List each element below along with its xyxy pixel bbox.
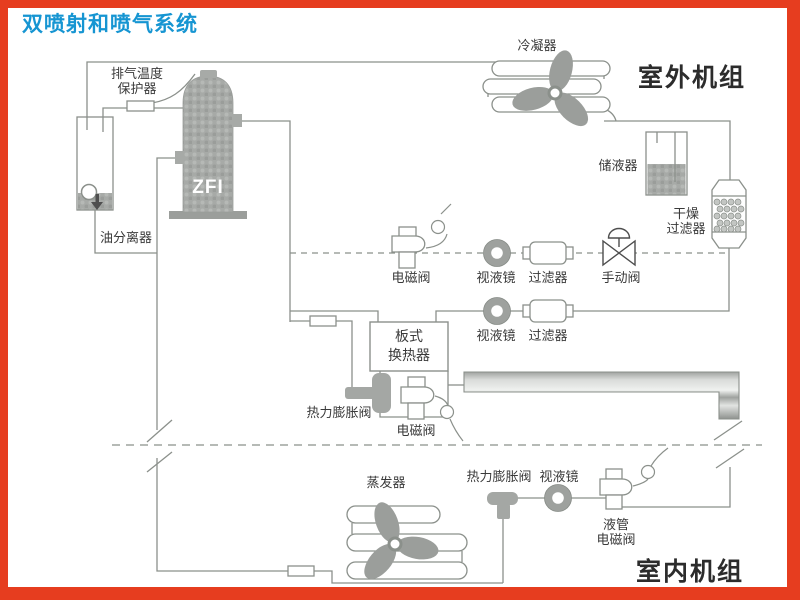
oil-separator-float bbox=[80, 183, 98, 201]
filter-1-symbol bbox=[522, 241, 574, 265]
insulated-suction-pipe bbox=[463, 371, 740, 420]
pipe-network bbox=[86, 61, 762, 584]
break-mark-left-1 bbox=[146, 419, 173, 443]
sight-glass-1-symbol bbox=[483, 239, 511, 267]
coil-loop-1 bbox=[430, 219, 446, 235]
label-outdoor-unit: 室外机组 bbox=[638, 64, 747, 92]
gray-components bbox=[169, 50, 740, 580]
expansion-valve-indoor-symbol bbox=[487, 492, 518, 519]
vessels bbox=[76, 60, 747, 580]
label-manual-valve: 手动阀 bbox=[601, 270, 641, 285]
break-mark-right-1 bbox=[713, 420, 743, 441]
discharge-sensor-curve bbox=[151, 73, 196, 104]
discharge-temp-sensor bbox=[126, 100, 155, 112]
condenser-fan-icon bbox=[512, 50, 589, 127]
label-solenoid-valve-2: 电磁阀 bbox=[396, 423, 436, 438]
liquid-solenoid-valve-symbol bbox=[599, 468, 633, 510]
page-title: 双喷射和喷气系统 bbox=[22, 13, 198, 36]
label-drier-filter: 干燥 过滤器 bbox=[666, 206, 706, 237]
label-oil-separator: 油分离器 bbox=[99, 230, 152, 245]
suction-pipe-indoor bbox=[156, 458, 288, 572]
indoor-liquid-riser bbox=[620, 467, 731, 508]
label-sight-glass-3: 视液镜 bbox=[539, 469, 579, 484]
label-indoor-unit: 室内机组 bbox=[636, 558, 745, 586]
receiver-dip-tubes bbox=[656, 132, 676, 182]
sight-glass-2-symbol bbox=[483, 297, 511, 325]
label-sight-glass-1: 视液镜 bbox=[476, 270, 516, 285]
label-evaporator: 蒸发器 bbox=[366, 475, 406, 490]
label-solenoid-valve-1: 电磁阀 bbox=[391, 270, 431, 285]
label-receiver: 储液器 bbox=[598, 158, 638, 173]
bulb-pipe-right bbox=[336, 320, 353, 391]
compressor-left-port bbox=[175, 151, 184, 164]
evaporator-fan-icon bbox=[364, 502, 439, 580]
label-expansion-valve-indoor: 热力膨胀阀 bbox=[466, 469, 532, 484]
suction-pipe-upper bbox=[156, 157, 176, 430]
plate-heat-exchanger-box bbox=[369, 321, 449, 372]
solenoid-wires bbox=[425, 203, 669, 487]
oil-return-pipe bbox=[94, 209, 157, 254]
receiver-top-pipe bbox=[604, 120, 731, 180]
oil-flow-arrow-icon bbox=[91, 194, 103, 210]
label-liquid-line-solenoid-valve: 液管 电磁阀 bbox=[596, 517, 636, 548]
coil-loop-3 bbox=[640, 464, 656, 480]
break-mark-left-2 bbox=[146, 451, 173, 473]
drier-filter-beads bbox=[713, 198, 745, 233]
discharge-top-pipe bbox=[86, 61, 496, 130]
injection-riser bbox=[241, 120, 291, 322]
receiver-liquid-level bbox=[647, 164, 686, 195]
label-condenser: 冷凝器 bbox=[517, 38, 557, 53]
solenoid-valve-2-symbol bbox=[400, 376, 435, 420]
solenoid-valve-1-symbol bbox=[391, 226, 426, 269]
expansion-valve-economizer-symbol bbox=[345, 373, 391, 413]
label-plate-heat-exchanger: 板式 换热器 bbox=[388, 328, 430, 363]
manual-valve-symbol bbox=[602, 227, 636, 267]
evap-outlet-pipe bbox=[314, 570, 503, 584]
economizer-bulb-sensor bbox=[309, 315, 337, 327]
compressor bbox=[169, 70, 247, 219]
sight-glass-3-symbol bbox=[544, 484, 572, 512]
liquid-line bbox=[435, 248, 730, 322]
filter-2-symbol bbox=[522, 299, 574, 323]
label-expansion-valve-economizer: 热力膨胀阀 bbox=[306, 405, 372, 420]
label-filter-1: 过滤器 bbox=[528, 270, 568, 285]
vessel-details bbox=[78, 117, 745, 233]
indoor-bulb-sensor bbox=[287, 565, 315, 577]
coil-loop-2 bbox=[439, 404, 455, 420]
break-mark-right-2 bbox=[715, 448, 745, 469]
label-filter-2: 过滤器 bbox=[528, 328, 568, 343]
label-sight-glass-2: 视液镜 bbox=[476, 328, 516, 343]
compressor-right-port bbox=[232, 114, 242, 127]
label-compressor-model: ZFI bbox=[192, 177, 224, 198]
label-discharge-temp-protector: 排气温度 保护器 bbox=[110, 66, 163, 97]
hx-top-left-pipe bbox=[290, 310, 379, 322]
